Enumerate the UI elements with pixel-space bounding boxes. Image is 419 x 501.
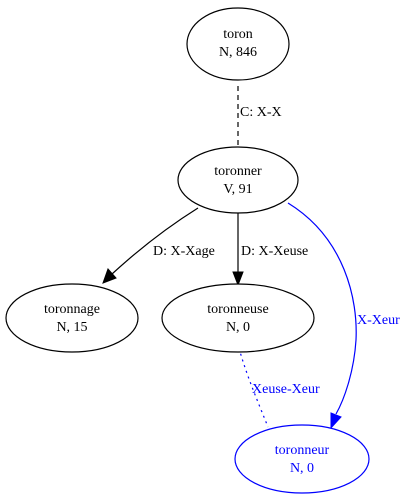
arrowhead-toronneuse [232,271,244,287]
node-toronnage: toronnage N, 15 [5,283,139,353]
edge-label-toronneuse-toronneur: Xeuse-Xeur [252,382,320,397]
node-toronneur: toronneur N, 0 [234,424,370,494]
edge-line-toronner-toronneur [287,202,357,415]
node-toronner: toronner V, 91 [177,146,299,214]
node-info-toronner: V, 91 [223,182,252,197]
node-title-toronner: toronner [214,164,262,179]
node-shape-toron [186,7,290,81]
edge-toronner-toronneur: X-Xeur [287,202,400,430]
node-title-toronneur: toronneur [275,443,330,458]
edge-label-toronner-toronneuse: D: X-Xeuse [241,244,308,259]
node-shape-toronneur [234,424,370,494]
node-shape-toronner [177,146,299,214]
edge-toronner-toronneuse: D: X-Xeuse [232,210,308,287]
node-title-toron: toron [223,27,253,42]
edge-line-toronneuse-toronneur [238,347,269,428]
node-shape-toronnage [5,283,139,353]
node-info-toronneuse: N, 0 [226,320,250,335]
edge-toronneuse-toronneur: Xeuse-Xeur [238,347,320,428]
edge-label-toronner-toronneur: X-Xeur [357,313,400,328]
arrowhead-toronneur [330,412,342,430]
node-info-toron: N, 846 [219,45,257,60]
node-shape-toronneuse [161,283,315,353]
node-info-toronnage: N, 15 [56,320,87,335]
node-title-toronnage: toronnage [44,302,100,317]
node-title-toronneuse: toronneuse [207,302,268,317]
edge-label-toronner-toronnage: D: X-Xage [153,244,215,259]
arrowhead-toronnage [102,268,117,284]
edge-toronner-toronnage: D: X-Xage [102,207,215,284]
node-toron: toron N, 846 [186,7,290,81]
node-info-toronneur: N, 0 [290,461,314,476]
node-toronneuse: toronneuse N, 0 [161,283,315,353]
edge-line-toronner-toronnage [111,207,199,275]
edge-toron-toronner: C: X-X [237,86,282,150]
edge-label-toron-toronner: C: X-X [240,105,282,120]
